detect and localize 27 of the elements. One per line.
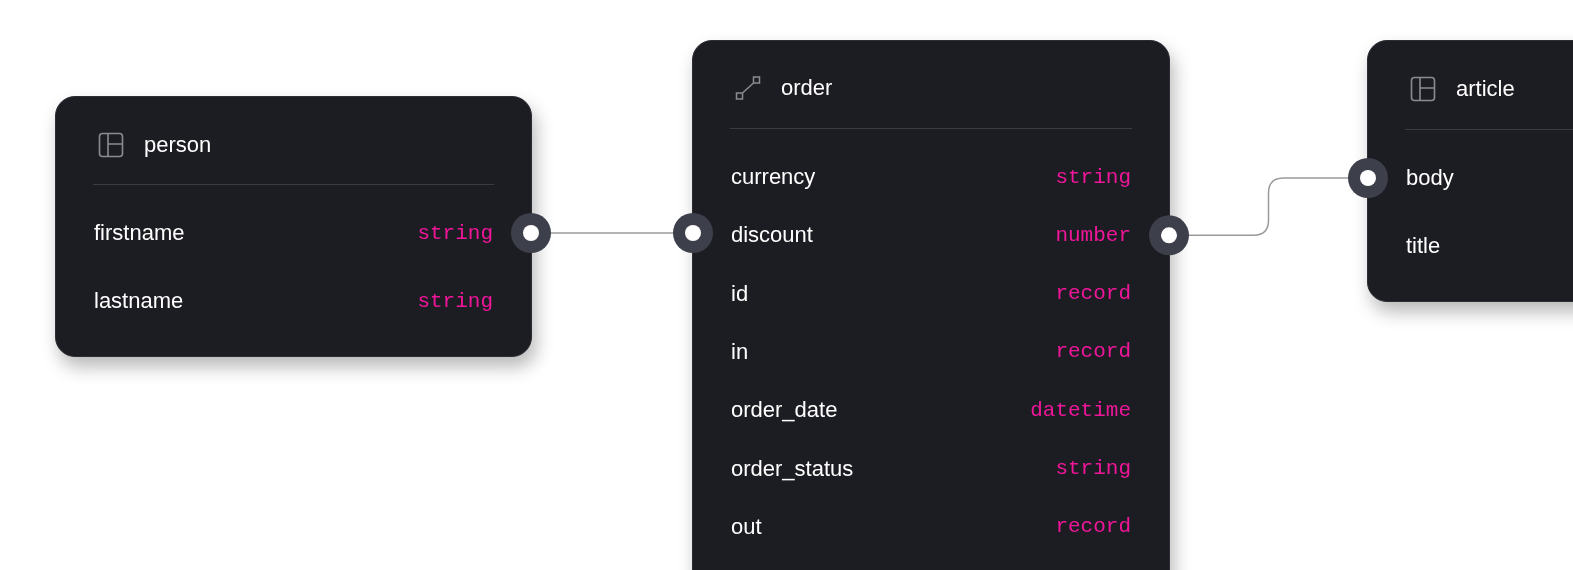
field-name: id xyxy=(731,280,749,307)
field-type: string xyxy=(417,221,493,245)
field-name: order_date xyxy=(731,397,838,424)
field-type: record xyxy=(1055,282,1131,306)
field-name: discount xyxy=(731,222,813,249)
field-name: out xyxy=(731,513,762,540)
field-type: string xyxy=(1055,457,1131,480)
field-name: body xyxy=(1406,165,1454,191)
field-type: datetime xyxy=(1030,398,1131,422)
relation-connector xyxy=(1149,158,1388,256)
field-name: title xyxy=(1406,233,1441,259)
field-type: number xyxy=(1055,223,1131,247)
field-name: order_status xyxy=(731,455,854,482)
table-name: order xyxy=(781,74,833,102)
field-type: record xyxy=(1055,340,1131,364)
field-name: currency xyxy=(731,164,816,190)
field-type: string xyxy=(1055,165,1131,189)
table-name: article xyxy=(1456,75,1515,103)
field-type: string xyxy=(417,289,493,313)
table-card xyxy=(55,96,532,357)
relation-connector xyxy=(511,213,713,253)
field-name: lastname xyxy=(94,288,184,314)
field-name: in xyxy=(731,338,749,365)
field-name: firstname xyxy=(94,220,185,246)
table-card xyxy=(692,40,1170,570)
field-type: record xyxy=(1055,515,1131,539)
table-name: person xyxy=(144,131,212,159)
